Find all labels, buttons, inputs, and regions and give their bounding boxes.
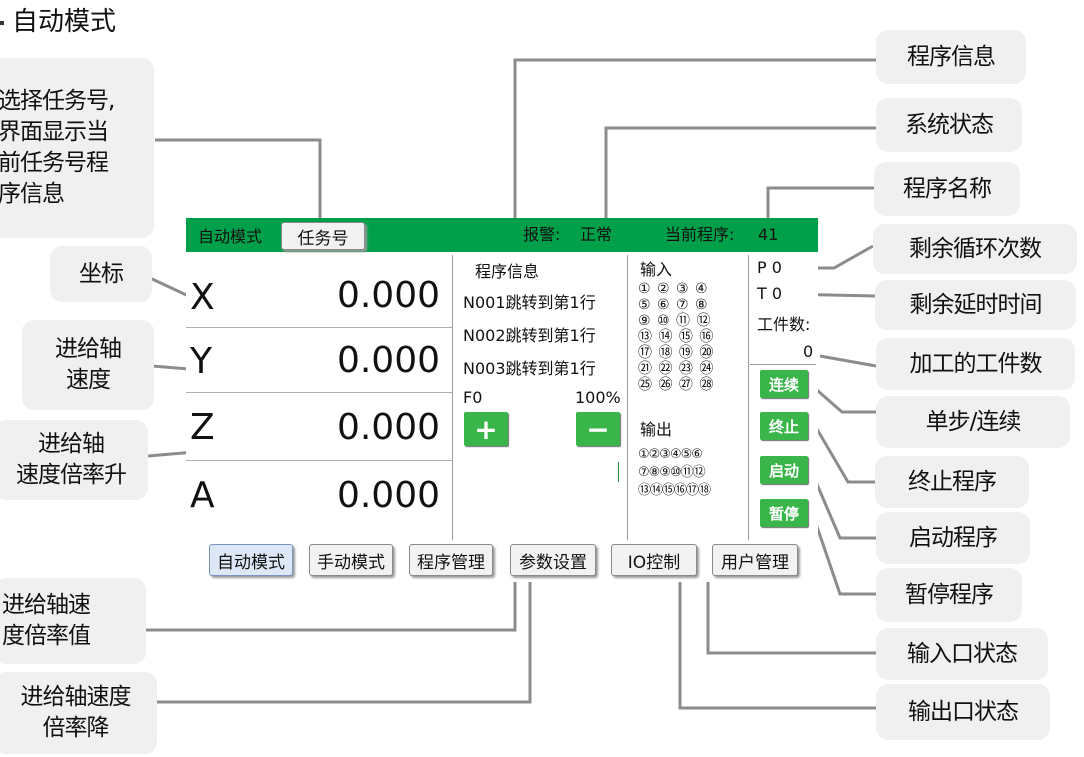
callout-start-program: 启动程序 <box>876 512 1030 564</box>
connector-step-continuous <box>809 382 876 414</box>
remaining-delay-value: T 0 <box>757 284 783 303</box>
input-title: 输入 <box>640 260 673 279</box>
axis-name-z: Z <box>190 407 215 448</box>
axis-value-a: 0.000 <box>336 475 440 516</box>
program-line: N003跳转到第1行 <box>463 359 596 378</box>
input-row: ⑬ ⑭ ⑮ ⑯ <box>638 329 715 345</box>
connector-program-name <box>766 186 874 222</box>
workpiece-value: 0 <box>803 342 814 361</box>
callout-feed-override-up: 进给轴 速度倍率升 <box>0 420 148 500</box>
axis-divider <box>186 392 452 393</box>
continuous-button[interactable]: 连续 <box>760 370 808 398</box>
bullet-icon <box>0 20 4 25</box>
connector-select-task <box>155 138 322 222</box>
input-row: ㉕ ㉖ ㉗ ㉘ <box>638 377 715 393</box>
remaining-cycles-value: P 0 <box>757 258 782 277</box>
callout-select-task: 选择任务号, 界面显示当 前任务号程 序信息 <box>0 58 154 238</box>
mode-label: 自动模式 <box>198 227 263 246</box>
hmi-screen <box>186 218 818 582</box>
callout-system-status: 系统状态 <box>876 98 1022 152</box>
connector-start-program <box>814 481 876 540</box>
axis-value-z: 0.000 <box>336 407 440 448</box>
input-row: ⑤ ⑥ ⑦ ⑧ <box>638 297 709 313</box>
scroll-marker <box>618 462 619 482</box>
callout-program-name: 程序名称 <box>874 162 1020 216</box>
start-button[interactable]: 启动 <box>760 456 808 484</box>
current-program-label: 当前程序: <box>665 225 735 244</box>
axis-name-x: X <box>190 277 215 318</box>
panel-divider <box>452 255 453 540</box>
axis-divider <box>186 327 452 328</box>
callout-stop-program: 终止程序 <box>875 456 1029 508</box>
axis-value-y: 0.000 <box>336 340 440 381</box>
task-number-button[interactable]: 任务号 <box>281 222 365 250</box>
callout-feed-override-down: 进给轴速度 倍率降 <box>0 672 157 754</box>
tab-auto-mode[interactable]: 自动模式 <box>209 544 293 576</box>
callout-input-status: 输入口状态 <box>876 628 1048 680</box>
axis-name-a: A <box>190 475 215 516</box>
tab-io-control[interactable]: IO控制 <box>611 544 697 576</box>
page-title: 自动模式 <box>0 4 116 40</box>
callout-step-continuous: 单步/连续 <box>876 396 1070 448</box>
input-row: ㉑ ㉒ ㉓ ㉔ <box>638 361 715 377</box>
tab-manual-mode[interactable]: 手动模式 <box>309 544 393 576</box>
program-line: N001跳转到第1行 <box>463 293 596 312</box>
alarm-label: 报警: <box>523 225 561 244</box>
callout-feed-speed: 进给轴 速度 <box>22 320 154 410</box>
output-title: 输出 <box>640 420 673 439</box>
output-row: ①②③④⑤⑥ <box>638 447 703 462</box>
output-row: ⑦⑧⑨⑩⑪⑫ <box>638 465 706 480</box>
panel-divider <box>748 255 749 540</box>
current-program-value: 41 <box>758 225 779 244</box>
page-title-text: 自动模式 <box>12 7 117 37</box>
program-line: N002跳转到第1行 <box>463 326 596 345</box>
connector-stop-program <box>812 423 875 484</box>
tab-program-management[interactable]: 程序管理 <box>409 544 493 576</box>
feed-speed: F0 <box>463 388 483 407</box>
axis-value-x: 0.000 <box>336 275 440 316</box>
feed-override-down-button[interactable]: − <box>576 412 620 446</box>
stop-button[interactable]: 终止 <box>760 412 808 440</box>
workpiece-label: 工件数: <box>757 315 811 334</box>
tab-user-management[interactable]: 用户管理 <box>712 544 798 576</box>
callout-coordinates: 坐标 <box>50 246 152 302</box>
input-row: ① ② ③ ④ <box>638 281 709 297</box>
callout-program-info: 程序信息 <box>876 30 1026 84</box>
callout-feed-override-value: 进给轴速 度倍率值 <box>0 578 146 664</box>
callout-pause-program: 暂停程序 <box>876 568 1022 622</box>
alarm-status: 正常 <box>580 225 613 244</box>
callout-remaining-cycles: 剩余循环次数 <box>873 224 1077 274</box>
callout-remaining-delay: 剩余延时时间 <box>875 280 1076 330</box>
tab-parameter-settings[interactable]: 参数设置 <box>510 544 596 576</box>
callout-workpiece-count: 加工的工件数 <box>876 338 1075 390</box>
input-row: ⑨ ⑩ ⑪ ⑫ <box>638 313 712 329</box>
feed-override-up-button[interactable]: + <box>464 412 508 446</box>
panel-divider <box>627 255 628 540</box>
output-row: ⑬⑭⑮⑯⑰⑱ <box>638 483 711 498</box>
connector-pause-program <box>810 511 876 596</box>
feed-override-value: 100% <box>575 388 621 407</box>
connector-system-status <box>604 126 876 222</box>
connector-workpiece-count <box>819 354 877 368</box>
pause-button[interactable]: 暂停 <box>760 499 808 527</box>
column-divider <box>750 364 816 365</box>
callout-output-status: 输出口状态 <box>876 684 1050 740</box>
input-row: ⑰ ⑱ ⑲ ⑳ <box>638 345 715 361</box>
axis-divider <box>186 460 452 461</box>
axis-name-y: Y <box>190 341 212 382</box>
program-info-title: 程序信息 <box>475 262 540 281</box>
